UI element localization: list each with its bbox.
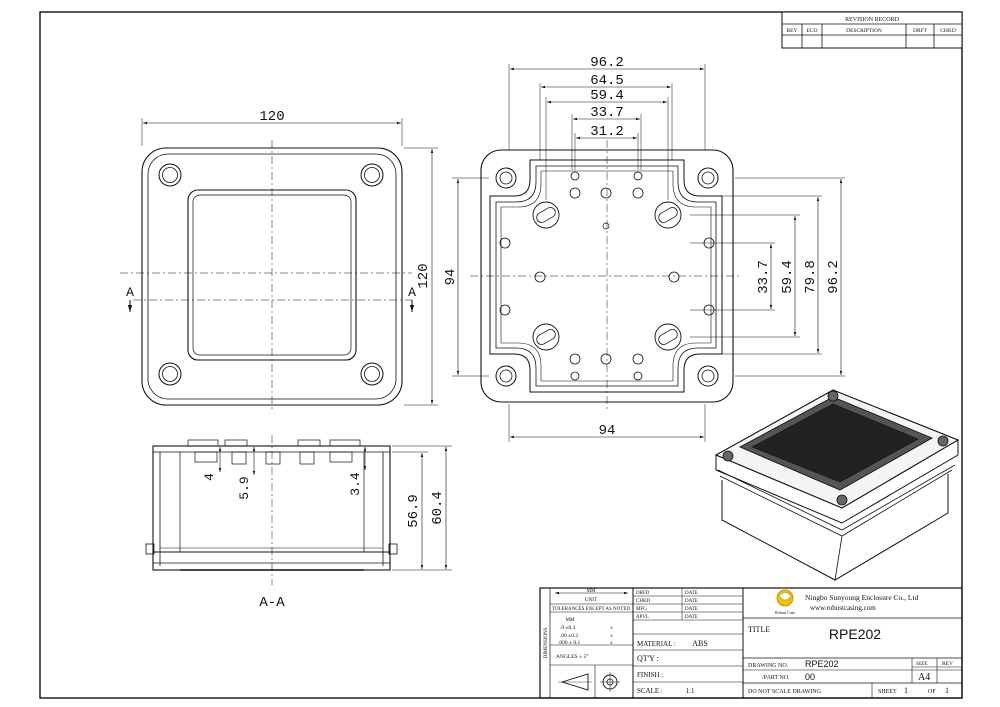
rev-header-rev: REV: [787, 28, 798, 34]
part-no-label: /PART NO.: [762, 675, 790, 681]
section-view: [145, 435, 452, 585]
front-height-dim: 120: [416, 263, 432, 288]
back-dim-left: 94: [443, 269, 459, 286]
back-dim-top-0: 96.2: [590, 55, 624, 71]
title-block-text: MM UNIT TOLERANCES EXCEPT AS NOTED MM .0…: [544, 589, 953, 695]
back-dim-right-2: 79.8: [803, 260, 819, 294]
sheet-border: [39, 11, 963, 699]
section-mark-left: A: [126, 285, 134, 300]
rev-label: REV: [942, 661, 953, 667]
back-view: [452, 64, 845, 442]
section-label: A-A: [259, 595, 285, 611]
no-scale-note: DO NOT SCALE DRAWING: [748, 689, 822, 695]
tolerance-header: TOLERANCES EXCEPT AS NOTED: [552, 607, 630, 612]
logo-text: Robust Case: [775, 610, 795, 615]
back-dim-top-4: 31.2: [590, 124, 624, 140]
back-dim-bottom: 94: [599, 423, 616, 439]
dimensions-side-label: DIMENSIONS: [544, 627, 549, 658]
units-label: MM: [587, 589, 596, 594]
rev-header-drft: DRFT: [913, 28, 928, 34]
revision-table: REVISION RECORD REV ECO DESCRIPTION DRFT…: [781, 11, 963, 49]
title-label: TITLE: [748, 625, 770, 634]
approval-drfd: DRFD: [636, 591, 650, 596]
part-no-value: 00: [805, 672, 815, 682]
approval-chkd: CHKD: [636, 599, 651, 604]
date-label-1: DATE: [685, 599, 698, 604]
front-view: [120, 118, 438, 412]
back-dim-right-1: 59.4: [780, 260, 796, 294]
title-block: [539, 587, 963, 699]
company-website: www.robustcasing.com: [810, 604, 876, 612]
date-label-0: DATE: [685, 591, 698, 596]
date-label-3: DATE: [685, 615, 698, 620]
scale-label: SCALE :: [637, 687, 663, 695]
isometric-view: [714, 389, 960, 581]
angles-tolerance: ANGLES ± 5°: [556, 653, 588, 660]
size-value: A4: [918, 672, 930, 683]
material-label: MATERIAL :: [637, 640, 676, 648]
company-name: Ningbo Sunyoung Enclosure Co., Ltd: [805, 593, 919, 602]
of-label: OF: [928, 689, 936, 695]
back-dim-top-2: 59.4: [590, 88, 624, 104]
front-width-dim: 120: [259, 109, 284, 125]
rev-header-eco: ECO: [807, 28, 818, 34]
section-dim-0: 4: [202, 473, 217, 481]
section-dim-height-0: 56.9: [406, 494, 422, 528]
material-value: ABS: [692, 639, 708, 648]
of-value: 1: [945, 686, 949, 695]
qty-label: QT'Y :: [637, 654, 659, 663]
front-screw-hole: [360, 362, 384, 386]
tolerance-0: .0 ±0.3: [560, 625, 576, 631]
section-dim-height-1: 60.4: [430, 491, 446, 525]
tol-mark-2: ±: [610, 640, 613, 646]
finish-label: FINISH :: [637, 671, 663, 679]
front-screw-hole: [158, 362, 182, 386]
date-label-2: DATE: [685, 607, 698, 612]
front-screw-hole: [360, 163, 384, 187]
tolerance-unit: MM: [566, 618, 575, 623]
company-logo: [776, 589, 794, 607]
tolerance-2: .000 ± 0.1: [558, 640, 581, 646]
title-value: RPE202: [829, 626, 881, 642]
section-dim-2: 3.4: [348, 472, 363, 496]
tol-mark-0: ±: [610, 625, 613, 631]
section-dim-1: 5.9: [237, 476, 252, 499]
sheet-label: SHEET: [878, 689, 897, 695]
units-sub: UNIT: [585, 598, 597, 603]
scale-value: 1:1: [686, 687, 695, 695]
rev-header-chkd: CHKD: [940, 28, 956, 34]
approval-apvl: APVL: [636, 615, 649, 620]
back-dim-right-3: 96.2: [826, 260, 842, 294]
rev-header-description: DESCRIPTION: [846, 28, 882, 34]
tolerance-1: .00 ±0.2: [560, 633, 578, 639]
size-label: SIZE: [916, 661, 928, 667]
back-dim-right-0: 33.7: [756, 260, 772, 294]
revision-title: REVISION RECORD: [845, 17, 900, 23]
projection-icon: [600, 672, 620, 692]
approval-mfg: MFG: [636, 607, 647, 612]
tol-mark-1: ±: [610, 633, 613, 639]
drawing-no-label: DRAWING NO.: [748, 663, 789, 669]
section-mark-right: A: [408, 285, 416, 300]
back-dim-top-1: 64.5: [590, 73, 624, 89]
drawing-no-value: RPE202: [805, 659, 839, 669]
front-screw-hole: [158, 163, 182, 187]
sheet-value: 1: [904, 686, 908, 695]
back-dim-top-3: 33.7: [590, 105, 624, 121]
